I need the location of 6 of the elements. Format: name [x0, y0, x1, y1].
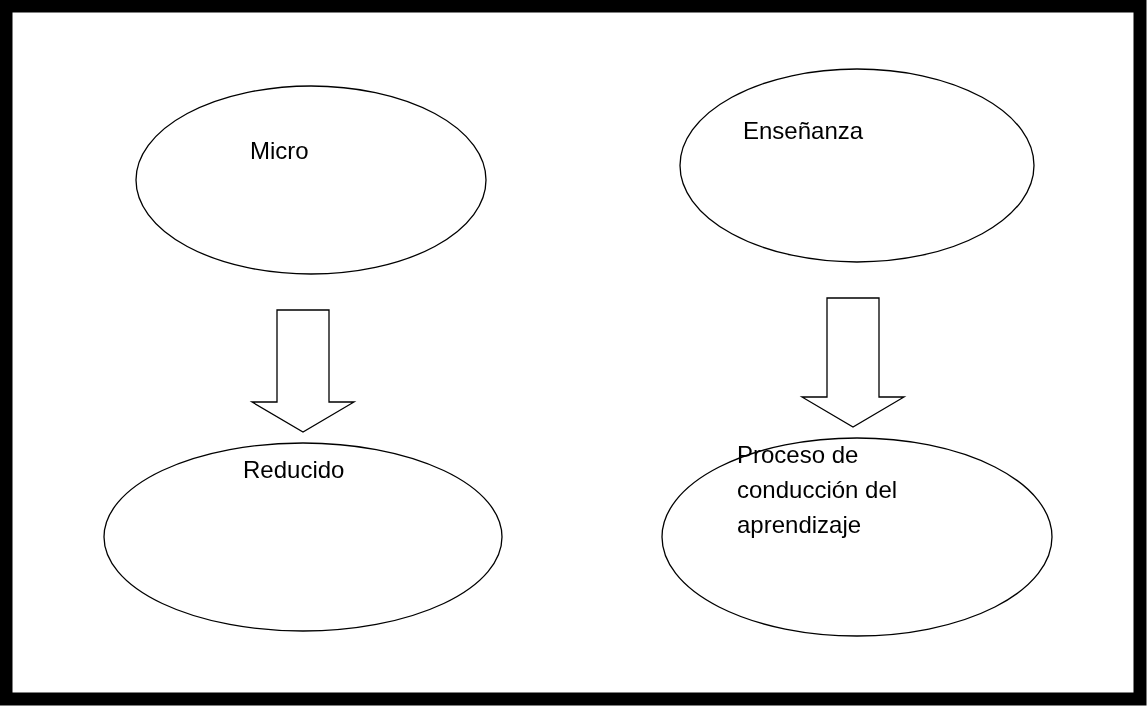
node-label: Proceso de conducción del aprendizaje — [737, 440, 899, 540]
node-label: Reducido — [243, 455, 346, 485]
node-label: Micro — [250, 136, 310, 166]
node-label: Enseñanza — [743, 116, 865, 146]
block-arrow — [249, 309, 357, 433]
block-arrow — [799, 297, 907, 428]
